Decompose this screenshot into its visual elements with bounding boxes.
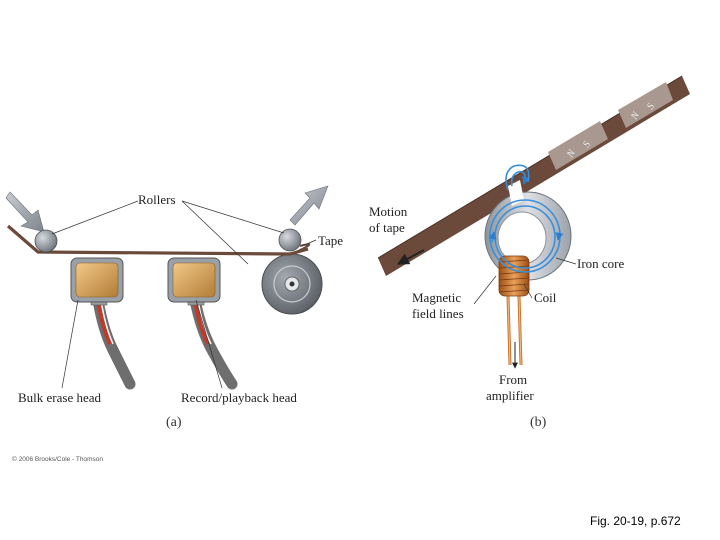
panel-b: N S N S [369, 75, 690, 430]
pole-s-2: S [645, 102, 657, 112]
copyright-text: © 2006 Brooks/Cole - Thomson [12, 455, 103, 463]
label-from-amplifier-2: amplifier [486, 388, 534, 403]
tape-out-arrow-icon [289, 185, 329, 226]
label-magnetic-field-lines-2: field lines [412, 306, 464, 321]
leader-lines-a [51, 200, 317, 389]
pole-s-1: S [581, 140, 593, 150]
caption-a: (a) [166, 415, 182, 430]
label-magnetic-field-lines-1: Magnetic [412, 290, 461, 305]
magnetic-field-lines [488, 164, 564, 273]
tape-in-arrow-icon [5, 191, 45, 233]
label-motion-of-tape-2: of tape [369, 220, 405, 235]
coil-winding [498, 255, 530, 297]
label-rollers: Rollers [138, 192, 176, 207]
label-motion-of-tape-1: Motion [369, 204, 408, 219]
leader-lines-b [473, 257, 577, 305]
motion-arrow-icon [396, 249, 425, 265]
panel-a: Rollers Tape Bulk erase head Record/play… [5, 185, 343, 430]
roller-left [34, 229, 58, 253]
label-iron-core: Iron core [577, 256, 625, 271]
record-playback-head [167, 257, 238, 390]
tape-strip-diagonal: N S N S [377, 75, 690, 276]
label-bulk-erase-head: Bulk erase head [18, 390, 102, 405]
label-from-amplifier-1: From [499, 372, 527, 387]
roller-right [278, 228, 302, 252]
label-coil: Coil [534, 290, 557, 305]
bulk-erase-head [70, 257, 136, 390]
coil-wires [506, 295, 523, 366]
label-record-playback-head: Record/playback head [181, 390, 297, 405]
label-tape: Tape [318, 233, 343, 248]
caption-b: (b) [530, 415, 547, 430]
tape-reel [261, 253, 323, 315]
figure-reference: Fig. 20-19, p.672 [590, 514, 681, 528]
